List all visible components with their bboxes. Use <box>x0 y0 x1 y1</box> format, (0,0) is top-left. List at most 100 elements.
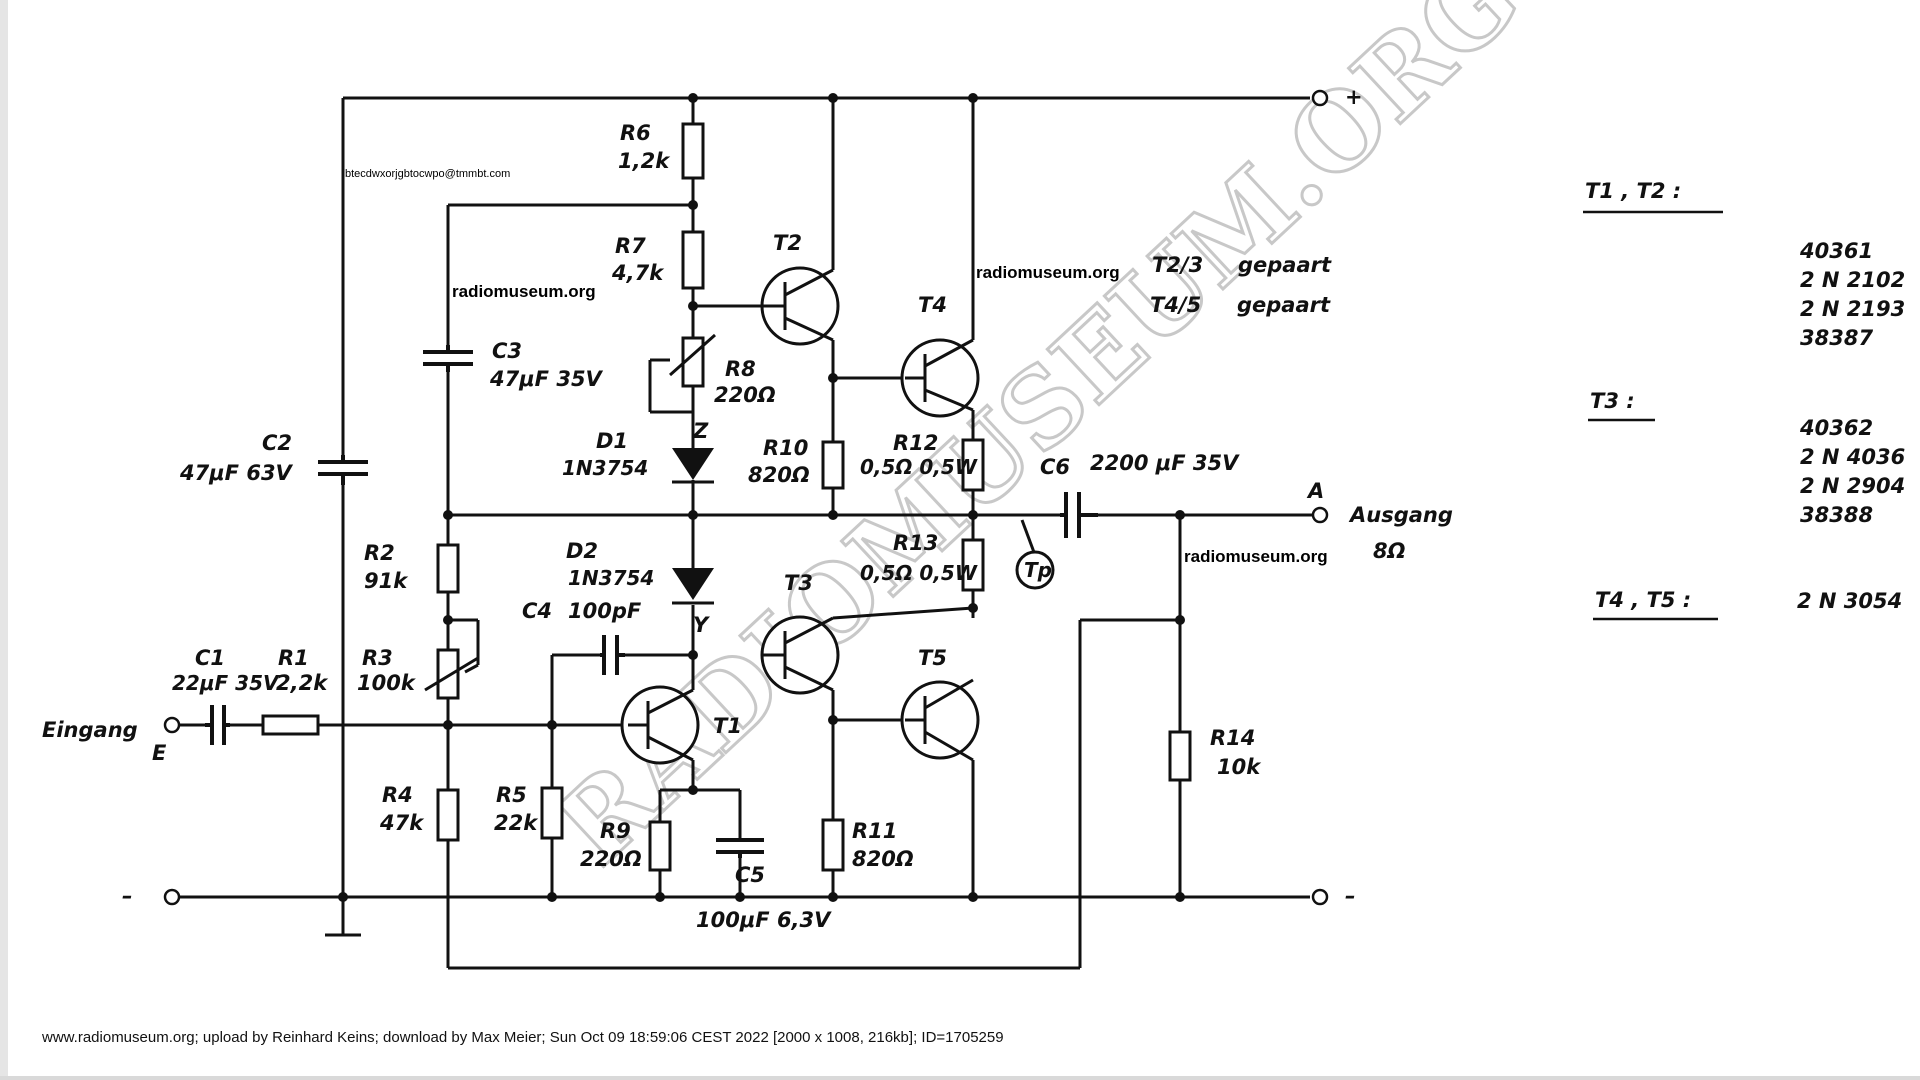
label-c2: C2 <box>262 431 292 455</box>
label-r5-value: 22k <box>494 811 539 835</box>
label-c3: C3 <box>492 339 522 363</box>
diodes <box>672 448 714 605</box>
label-r2: R2 <box>364 541 395 565</box>
label-c6-value: 2200 μF 35V <box>1090 451 1240 475</box>
label-c5: C5 <box>735 863 765 887</box>
image-footer-caption: www.radiomuseum.org; upload by Reinhard … <box>42 1029 1004 1046</box>
legend-t3-type-1: 40362 <box>1799 416 1873 440</box>
resistor-r7 <box>681 230 705 290</box>
input-letter: E <box>152 741 167 765</box>
diode-d2 <box>672 568 714 600</box>
label-r11-value: 820Ω <box>852 847 914 871</box>
left-border <box>0 0 8 1080</box>
label-r4: R4 <box>382 783 413 807</box>
legend-t1-t2-type-4: 38387 <box>1800 326 1873 350</box>
transistor-t5 <box>900 678 980 762</box>
output-letter: A <box>1306 479 1324 503</box>
resistor-r10 <box>821 440 845 490</box>
wiring <box>175 96 1325 970</box>
resistor-r2 <box>436 543 460 594</box>
label-r7: R7 <box>615 234 646 258</box>
site-watermarks: btecdwxorjgbtocwpo@tmmbt.com radiomuseum… <box>345 168 1328 566</box>
terminals <box>163 89 1329 906</box>
label-d1-value: 1N3754 <box>562 456 648 480</box>
diode-d1 <box>672 448 714 480</box>
label-t3: T3 <box>784 571 813 595</box>
label-y: Y <box>693 613 710 637</box>
legend-t3-label: T3 : <box>1590 389 1635 413</box>
watermark-text-2: radiomuseum.org <box>976 263 1120 282</box>
label-r8: R8 <box>725 357 756 381</box>
transistor-t3 <box>760 615 840 695</box>
label-r3: R3 <box>362 646 393 670</box>
label-r11: R11 <box>852 819 897 843</box>
label-r3-value: 100k <box>357 671 417 695</box>
label-d2: D2 <box>566 539 598 563</box>
label-c1: C1 <box>195 646 225 670</box>
label-t5: T5 <box>918 646 947 670</box>
label-r14: R14 <box>1210 726 1255 750</box>
label-r6-value: 1,2k <box>618 149 671 173</box>
legend-t4-t5-label: T4 , T5 : <box>1595 588 1691 612</box>
label-r2-value: 91k <box>364 569 409 593</box>
watermark-text-1: radiomuseum.org <box>452 282 596 301</box>
capacitors <box>205 345 1098 858</box>
label-c4-value: 100pF <box>568 599 642 623</box>
label-c5-value: 100μF 6,3V <box>696 908 832 932</box>
legend-t1-t2-type-3: 2 N 2193 <box>1800 297 1905 321</box>
pairing-2-part: T4/5 <box>1150 293 1201 317</box>
label-r1: R1 <box>278 646 309 670</box>
label-d1: D1 <box>596 429 628 453</box>
label-r9: R9 <box>600 819 631 843</box>
legend-t3-type-3: 2 N 2904 <box>1800 474 1905 498</box>
label-z: Z <box>692 419 709 443</box>
terminal-labels: + – – Eingang E A Ausgang 8Ω <box>42 85 1453 908</box>
legend-t1-t2-type-1: 40361 <box>1799 239 1873 263</box>
transistor-legend: T1 , T2 : 40361 2 N 2102 2 N 2193 38387 … <box>1583 179 1905 621</box>
amplifier-schematic: RADIOMUSEUM.ORG <box>42 0 1905 970</box>
resistor-r14 <box>1168 730 1192 782</box>
resistor-r1 <box>261 714 320 736</box>
bottom-border <box>0 1076 1920 1080</box>
label-r8-value: 220Ω <box>714 383 776 407</box>
label-r1-value: 2,2k <box>276 671 329 695</box>
label-t4: T4 <box>918 293 947 317</box>
potentiometer-r3 <box>436 648 460 700</box>
label-d2-value: 1N3754 <box>568 566 654 590</box>
legend-t3-type-4: 38388 <box>1800 503 1873 527</box>
label-r13-value: 0,5Ω 0,5W <box>860 561 978 585</box>
minus-terminal-right-label: – <box>1345 884 1356 908</box>
label-c6: C6 <box>1040 455 1070 479</box>
label-r6: R6 <box>620 121 651 145</box>
label-r5: R5 <box>496 783 527 807</box>
resistor-r11 <box>821 818 845 872</box>
pairing-2-word: gepaart <box>1237 293 1331 317</box>
watermark-text-3: radiomuseum.org <box>1184 547 1328 566</box>
label-r7-value: 4,7k <box>611 261 665 285</box>
label-r10-value: 820Ω <box>748 463 810 487</box>
label-r4-value: 47k <box>379 811 425 835</box>
label-r10: R10 <box>763 436 808 460</box>
legend-t1-t2-label: T1 , T2 : <box>1585 179 1681 203</box>
resistor-r13 <box>961 538 985 592</box>
output-label: Ausgang <box>1348 503 1453 527</box>
label-r12-value: 0,5Ω 0,5W <box>860 455 978 479</box>
label-tp: Tp <box>1024 558 1052 582</box>
label-t1: T1 <box>713 714 742 738</box>
input-label: Eingang <box>42 718 138 742</box>
legend-t3-type-2: 2 N 4036 <box>1800 445 1905 469</box>
minus-terminal-left-label: – <box>122 884 133 908</box>
resistor-r4 <box>436 788 460 842</box>
label-r13: R13 <box>893 531 938 555</box>
legend-t4-t5-type-1: 2 N 3054 <box>1797 589 1902 613</box>
transistor-t1 <box>620 685 700 765</box>
junction-dots <box>338 93 1185 902</box>
label-r12: R12 <box>893 431 938 455</box>
resistors <box>261 122 1192 872</box>
label-c4: C4 <box>522 599 552 623</box>
label-c1-value: 22μF 35V <box>172 671 280 695</box>
test-point-tp <box>1015 550 1055 590</box>
transistor-t4 <box>900 338 980 418</box>
resistor-r12 <box>961 438 985 492</box>
